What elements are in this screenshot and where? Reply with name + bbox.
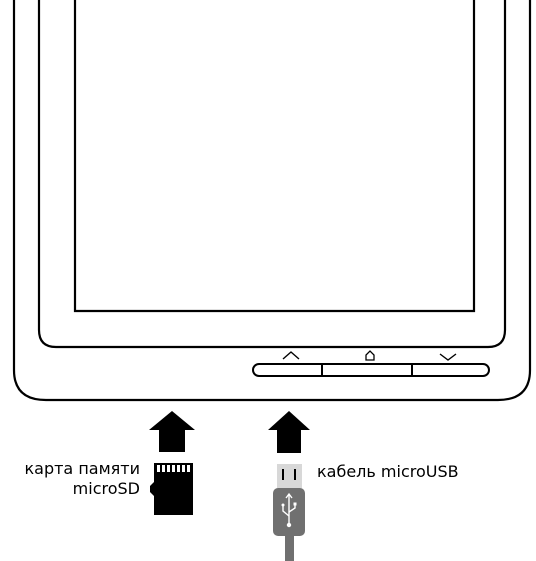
chevron-up-icon xyxy=(282,351,300,360)
microsd-label-line2: microSD xyxy=(72,479,140,498)
microsd-label: карта памяти microSD xyxy=(24,459,140,499)
prev-page-button[interactable] xyxy=(282,351,300,360)
hardware-buttons xyxy=(252,350,490,377)
device-screen xyxy=(73,0,476,313)
microusb-cable-icon xyxy=(273,464,305,561)
microsd-insert-arrow-icon xyxy=(149,411,195,452)
device-body-outline xyxy=(12,0,532,402)
chevron-down-icon xyxy=(439,353,457,361)
microusb-label: кабель microUSB xyxy=(317,462,459,481)
next-page-button[interactable] xyxy=(439,353,457,361)
device-bezel-outline xyxy=(37,0,507,349)
microsd-card-icon xyxy=(150,463,193,515)
home-button[interactable] xyxy=(365,350,375,361)
usb-insert-arrow-icon xyxy=(268,411,310,453)
microsd-label-line1: карта памяти xyxy=(24,459,140,478)
button-bar xyxy=(252,363,490,377)
usb-symbol-icon xyxy=(282,492,296,524)
home-icon xyxy=(365,350,375,361)
